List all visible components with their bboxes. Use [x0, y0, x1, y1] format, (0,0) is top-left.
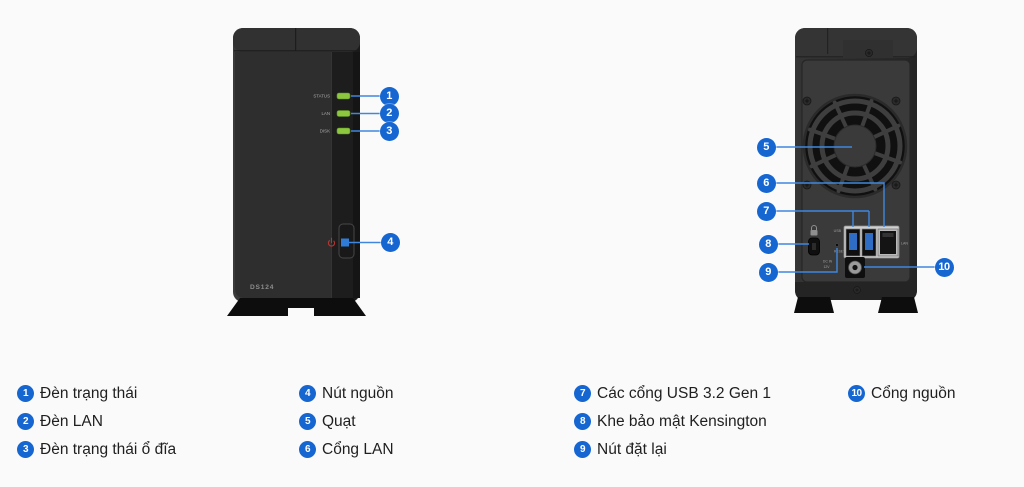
front-base	[227, 298, 366, 316]
reset-hole	[835, 243, 839, 247]
legend-item-1: 1 Đèn trạng thái	[17, 385, 176, 402]
reset-label: RESET	[834, 250, 845, 254]
callout-badge-9: 9	[758, 262, 778, 282]
legend-label-2: Đèn LAN	[40, 412, 103, 430]
legend-badge-8: 8	[574, 413, 591, 430]
legend-item-5: 5 Quạt	[299, 413, 394, 430]
dc-voltage-label: 12V	[823, 265, 830, 269]
screw	[853, 286, 861, 294]
legend-badge-5: 5	[299, 413, 316, 430]
screw	[864, 48, 874, 58]
lan-port	[877, 228, 899, 257]
callout-badge-6: 6	[756, 173, 776, 193]
usb-label: USB	[834, 229, 842, 233]
legend-badge-2: 2	[17, 413, 34, 430]
legend-label-8: Khe bảo mật Kensington	[597, 412, 767, 430]
callout-badge-4: 4	[380, 233, 400, 252]
callout-badge-8: 8	[758, 234, 778, 254]
callout-connectors	[345, 95, 936, 273]
callout-badge-5: 5	[756, 137, 776, 157]
legend-item-7: 7 Các cổng USB 3.2 Gen 1	[574, 385, 771, 402]
dc-in-label: DC IN	[823, 260, 833, 264]
legend-label-7: Các cổng USB 3.2 Gen 1	[597, 384, 772, 402]
legend-item-2: 2 Đèn LAN	[17, 413, 176, 430]
legend-label-3: Đèn trạng thái ổ đĩa	[40, 440, 177, 458]
front-led-label-status: STATUS	[313, 94, 330, 99]
front-door	[235, 52, 331, 298]
status-led	[336, 92, 351, 100]
front-led-label-disk: DISK	[320, 129, 330, 134]
legend-badge-7: 7	[574, 385, 591, 402]
legend-column-1: 1 Đèn trạng thái 2 Đèn LAN 3 Đèn trạng t…	[17, 385, 176, 469]
back-device: RESET USB LAN DC IN 12V	[794, 28, 918, 313]
legend-column-4: 10 Cổng nguồn	[848, 385, 955, 413]
back-foot-left	[794, 297, 834, 313]
legend-badge-6: 6	[299, 441, 316, 458]
screw	[891, 96, 901, 106]
legend-badge-10: 10	[848, 385, 865, 402]
legend-item-6: 6 Cổng LAN	[299, 441, 394, 458]
lan-led	[336, 110, 351, 117]
legend-item-9: 9 Nút đặt lại	[574, 441, 771, 458]
legend-badge-3: 3	[17, 441, 34, 458]
screw	[802, 96, 812, 106]
model-label: DS124	[250, 284, 274, 291]
front-led-strip	[332, 52, 353, 298]
callout-badge-1: 1	[379, 86, 399, 106]
legend-item-3: 3 Đèn trạng thái ổ đĩa	[17, 441, 176, 458]
screw	[802, 180, 812, 190]
legend-badge-4: 4	[299, 385, 316, 402]
front-led-label-lan: LAN	[321, 111, 330, 116]
legend-badge-9: 9	[574, 441, 591, 458]
legend-label-4: Nút nguồn	[322, 384, 394, 402]
callout-badge-3: 3	[379, 121, 399, 141]
callout-badge-2: 2	[379, 104, 399, 123]
usb-port-1	[845, 228, 861, 257]
legend-label-9: Nút đặt lại	[597, 440, 667, 458]
callout-badge-7: 7	[756, 201, 776, 221]
legend-column-3: 7 Các cổng USB 3.2 Gen 1 8 Khe bảo mật K…	[574, 385, 771, 469]
fan	[802, 93, 908, 199]
screw	[891, 180, 901, 190]
power-jack	[845, 257, 865, 278]
legend-item-8: 8 Khe bảo mật Kensington	[574, 413, 771, 430]
power-button-marker	[341, 238, 349, 247]
legend-label-6: Cổng LAN	[322, 440, 394, 458]
lan-label: LAN	[901, 242, 908, 246]
callout-badge-10: 10	[934, 257, 954, 277]
legend-column-2: 4 Nút nguồn 5 Quạt 6 Cổng LAN	[299, 385, 394, 469]
disk-led	[336, 127, 351, 135]
usb-port-2	[861, 228, 877, 257]
legend-badge-1: 1	[17, 385, 34, 402]
legend-label-1: Đèn trạng thái	[40, 384, 138, 402]
legend-item-4: 4 Nút nguồn	[299, 385, 394, 402]
legend-label-5: Quạt	[322, 412, 356, 430]
legend-item-10: 10 Cổng nguồn	[848, 385, 955, 402]
kensington-lock-icon	[810, 225, 818, 236]
power-icon	[327, 237, 336, 247]
legend-label-10: Cổng nguồn	[871, 384, 956, 402]
back-foot-right	[878, 297, 918, 313]
front-top-face	[233, 28, 360, 52]
front-device: STATUS LAN DISK DS124	[227, 28, 366, 316]
